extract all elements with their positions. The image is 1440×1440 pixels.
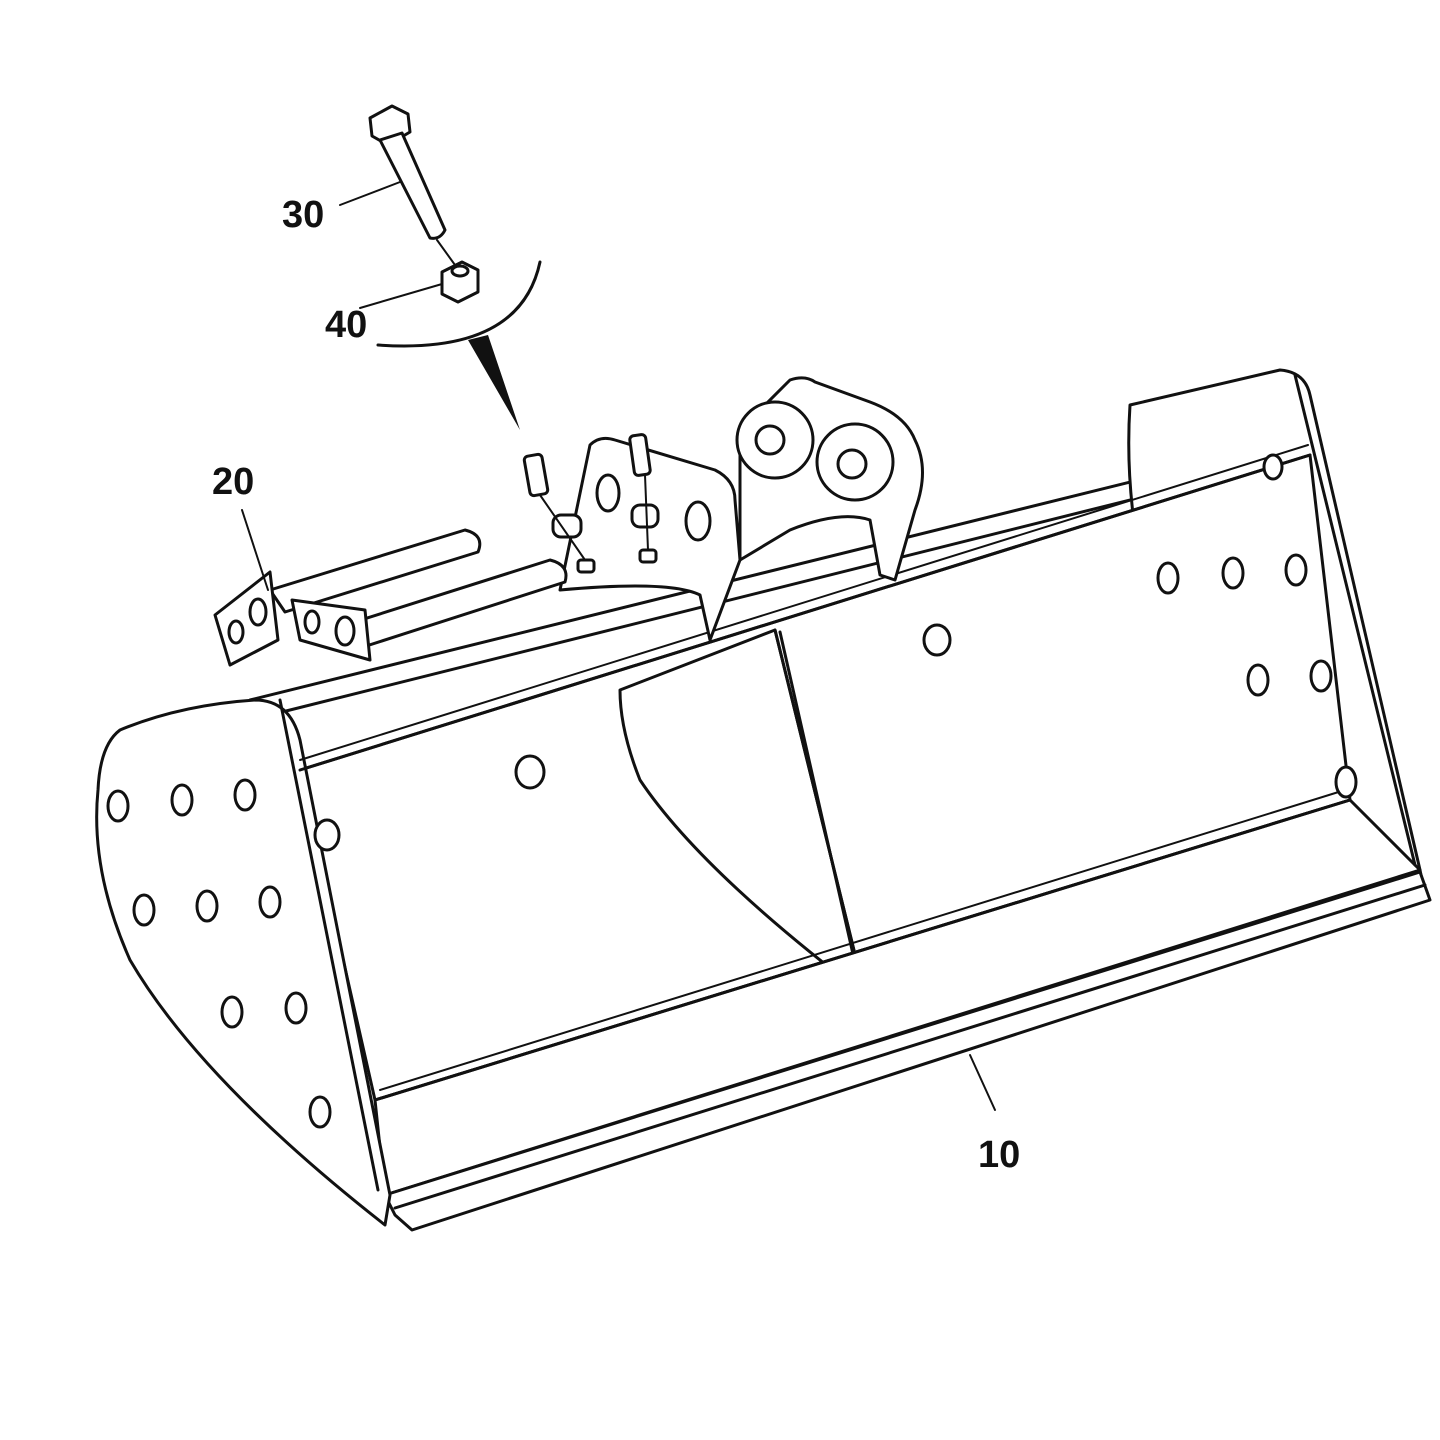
- callout-20: 20: [212, 461, 254, 503]
- right-side-holes: [1156, 453, 1358, 799]
- leader-lines: [241, 181, 996, 1111]
- callout-30: 30: [282, 194, 324, 236]
- hitch-bracket: [522, 376, 924, 642]
- callout-40: 40: [325, 304, 367, 346]
- bolt-and-nut: [368, 104, 542, 430]
- bucket-body: [95, 368, 1432, 1232]
- callout-10: 10: [978, 1134, 1020, 1176]
- left-side-holes: [106, 778, 332, 1129]
- pin-assembly: [213, 528, 568, 667]
